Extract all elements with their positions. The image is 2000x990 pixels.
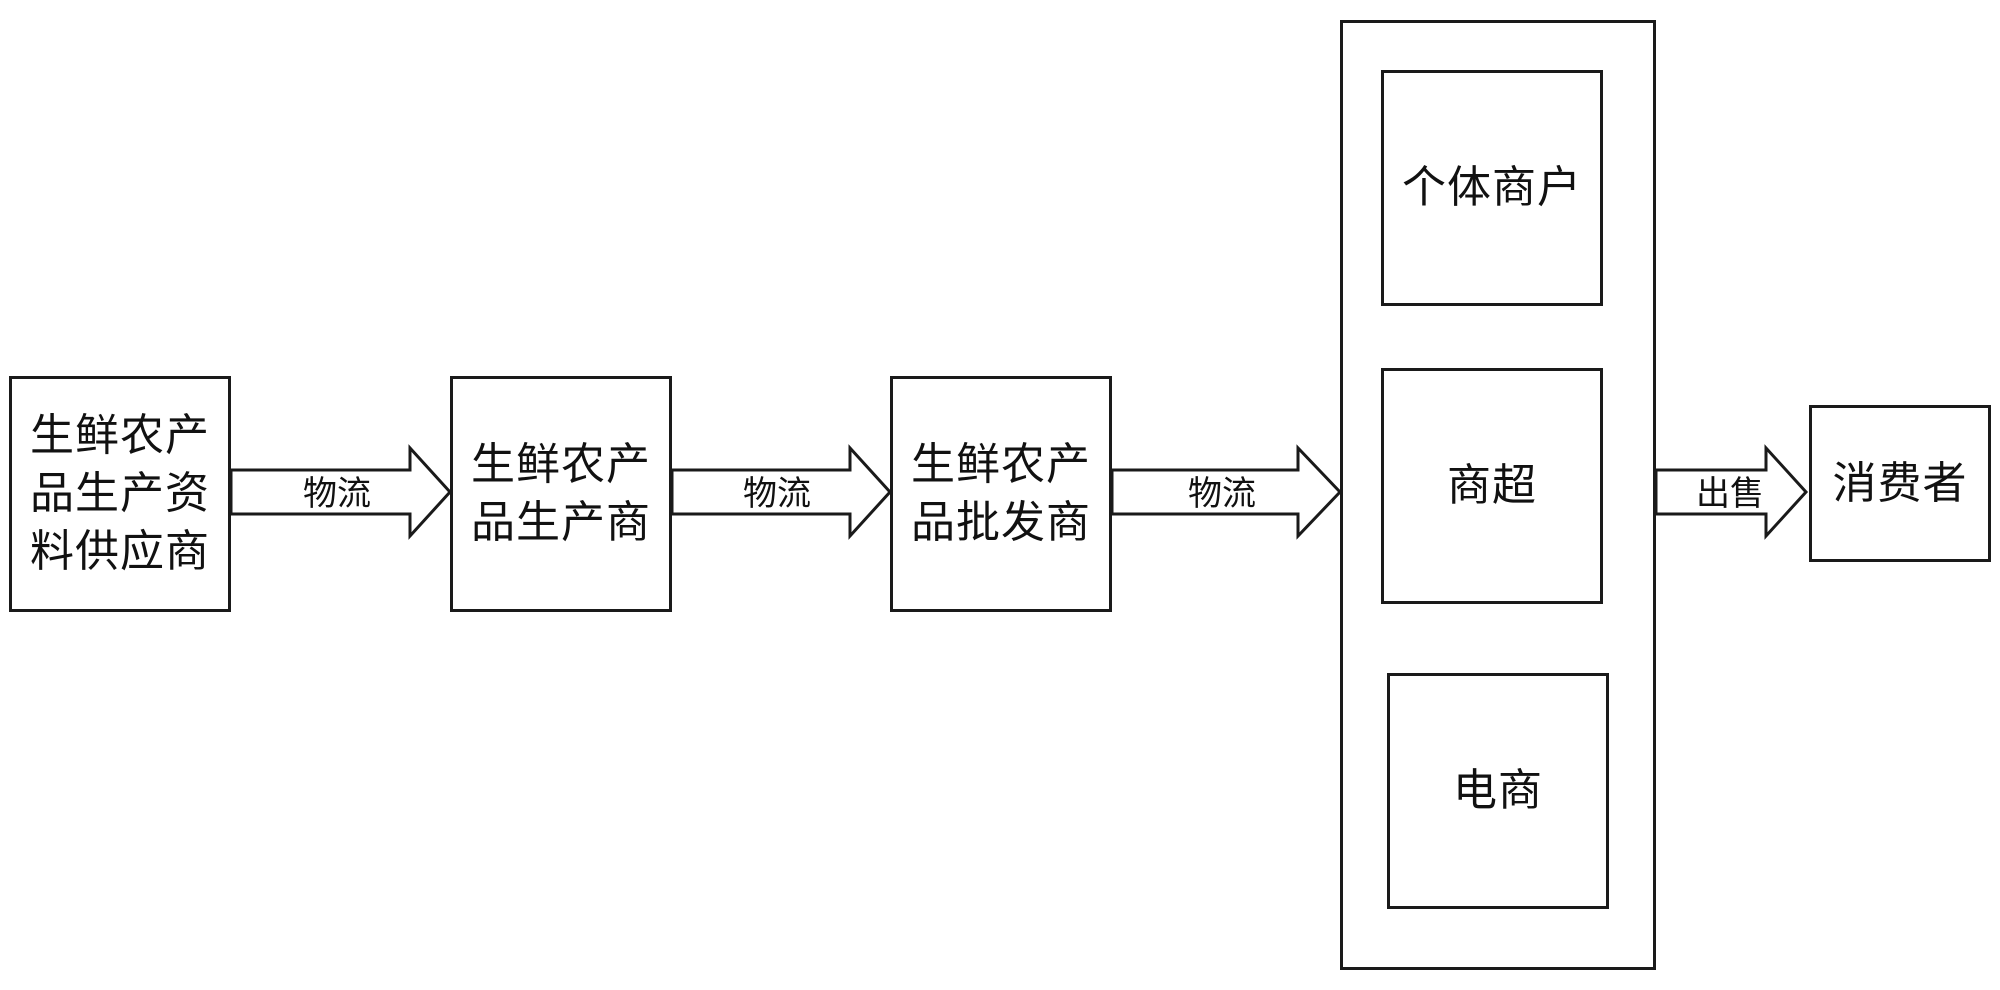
node-retail-ecommerce: 电商 xyxy=(1387,673,1609,909)
node-wholesaler-label: 生鲜农产品批发商 xyxy=(911,439,1091,548)
arrow-wholesaler-to-retailers xyxy=(1110,444,1343,540)
node-retail-individual-label: 个体商户 xyxy=(1402,162,1582,213)
edge-label-producer-wholesaler: 物流 xyxy=(743,474,811,514)
node-wholesaler: 生鲜农产品批发商 xyxy=(890,376,1112,612)
node-retail-ecommerce-label: 电商 xyxy=(1453,765,1543,816)
node-supplier: 生鲜农产品生产资料供应商 xyxy=(9,376,231,612)
node-consumer-label: 消费者 xyxy=(1832,457,1968,509)
node-producer: 生鲜农产品生产商 xyxy=(450,376,672,612)
node-producer-label: 生鲜农产品生产商 xyxy=(471,439,651,548)
edge-label-supplier-producer: 物流 xyxy=(303,474,371,514)
node-retail-individual: 个体商户 xyxy=(1381,70,1603,306)
node-supplier-label: 生鲜农产品生产资料供应商 xyxy=(30,410,210,577)
retailers-group xyxy=(1340,20,1656,970)
node-retail-supermarket-label: 商超 xyxy=(1447,460,1537,511)
arrow-supplier-to-producer xyxy=(229,444,453,540)
edge-label-retailers-consumer: 出售 xyxy=(1696,474,1764,514)
node-retail-supermarket: 商超 xyxy=(1381,368,1603,604)
arrow-retailers-to-consumer xyxy=(1654,444,1809,540)
node-consumer: 消费者 xyxy=(1809,405,1991,562)
arrow-producer-to-wholesaler xyxy=(670,444,893,540)
edge-label-wholesaler-retailers: 物流 xyxy=(1188,474,1256,514)
